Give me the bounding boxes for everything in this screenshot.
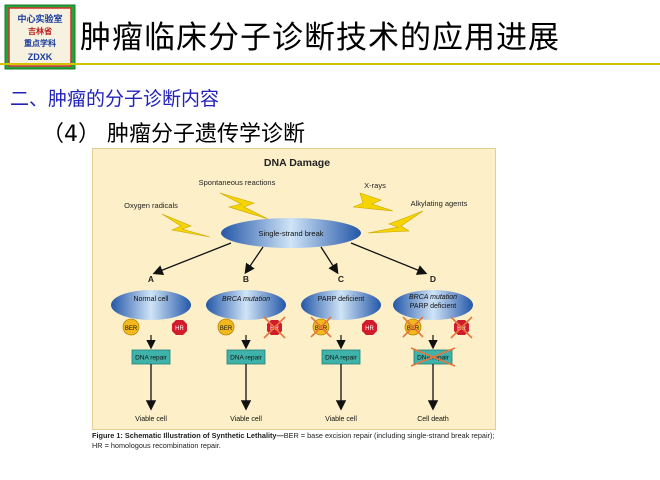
cell-ellipse bbox=[301, 290, 381, 320]
hr-label: HR bbox=[270, 326, 279, 332]
lightning-bolt-icon bbox=[367, 210, 424, 234]
cross-icon bbox=[263, 316, 286, 339]
dna-repair-label: DNA repair bbox=[325, 355, 358, 362]
source-spontaneous: Spontaneous reactions bbox=[199, 178, 276, 187]
dna-repair-label: DNA repair bbox=[230, 355, 263, 362]
lightning-bolt-icon bbox=[219, 192, 269, 220]
arrow-to-c bbox=[320, 246, 339, 275]
slide-title: 肿瘤临床分子诊断技术的应用进展 bbox=[80, 20, 560, 56]
cell-label: Normal cell bbox=[133, 296, 168, 303]
arrow-to-a bbox=[152, 242, 232, 275]
hr-label: HR bbox=[457, 326, 466, 332]
arrow-to-b bbox=[244, 246, 264, 275]
cross-icon bbox=[310, 316, 332, 338]
ber-label: BER bbox=[125, 326, 138, 332]
ber-label: BER bbox=[407, 326, 420, 332]
cell-ellipse bbox=[206, 290, 286, 320]
cross-icon bbox=[410, 347, 456, 367]
title-divider bbox=[0, 63, 660, 65]
column-d: D BRCA mutation PARP deficient BER HR DN… bbox=[393, 274, 473, 423]
cell-label-line2: PARP deficient bbox=[410, 303, 456, 310]
caption-text: BER = base excision repair (including si… bbox=[92, 431, 495, 450]
ber-label: BER bbox=[315, 326, 328, 332]
cross-icon bbox=[450, 316, 473, 339]
cell-label: BRCA mutation bbox=[222, 296, 270, 303]
logo-line1: 中心实验室 bbox=[17, 13, 62, 24]
outcome-label: Viable cell bbox=[230, 416, 262, 423]
source-oxygen: Oxygen radicals bbox=[124, 201, 178, 210]
logo-line4: ZDXK bbox=[28, 52, 53, 62]
arrow-to-d bbox=[350, 242, 428, 275]
dna-repair-label: DNA repair bbox=[135, 355, 168, 362]
source-xrays: X-rays bbox=[364, 181, 386, 190]
cell-label: PARP deficient bbox=[318, 296, 364, 303]
dna-damage-heading: DNA Damage bbox=[264, 157, 330, 169]
column-c: C PARP deficient BER HR DNA repair Viabl… bbox=[301, 274, 381, 423]
synthetic-lethality-figure: DNA Damage Spontaneous reactions X-rays … bbox=[92, 148, 496, 430]
outcome-label: Cell death bbox=[417, 416, 449, 423]
ber-circle bbox=[217, 318, 235, 336]
hr-label: HR bbox=[365, 326, 374, 332]
single-strand-break-ellipse bbox=[221, 218, 361, 248]
lightning-bolt-icon bbox=[161, 213, 211, 238]
logo: 中心实验室 吉林省 重点学科 ZDXK bbox=[4, 4, 76, 70]
column-letter: B bbox=[243, 274, 249, 284]
section-subtitle: 二、肿瘤的分子诊断内容 bbox=[10, 88, 220, 110]
hr-octagon bbox=[362, 320, 377, 335]
column-a: A Normal cell BER HR DNA repair Viable c… bbox=[111, 274, 191, 423]
column-letter: C bbox=[338, 274, 344, 284]
cell-ellipse bbox=[393, 290, 473, 320]
hr-label: HR bbox=[175, 326, 184, 332]
ber-label: BER bbox=[220, 326, 233, 332]
logo-line2: 吉林省 bbox=[28, 26, 52, 36]
cell-label-line1: BRCA mutation bbox=[409, 294, 457, 301]
cross-icon bbox=[402, 316, 424, 338]
source-alkylating: Alkylating agents bbox=[411, 199, 468, 208]
column-letter: A bbox=[148, 274, 154, 284]
ber-circle bbox=[122, 318, 140, 336]
column-b: B BRCA mutation BER HR DNA repair Viable… bbox=[206, 274, 286, 423]
hr-octagon bbox=[172, 320, 187, 335]
lightning-bolt-icon bbox=[352, 192, 394, 212]
outcome-label: Viable cell bbox=[135, 416, 167, 423]
section-point: （4） 肿瘤分子遗传学诊断 bbox=[42, 122, 305, 147]
column-letter: D bbox=[430, 274, 436, 284]
outcome-label: Viable cell bbox=[325, 416, 357, 423]
caption-title: Figure 1: Schematic Illustration of Synt… bbox=[92, 431, 284, 440]
cell-ellipse bbox=[111, 290, 191, 320]
logo-line3: 重点学科 bbox=[24, 38, 56, 48]
figure-caption: Figure 1: Schematic Illustration of Synt… bbox=[92, 431, 502, 451]
single-strand-break-label: Single-strand break bbox=[258, 229, 323, 238]
